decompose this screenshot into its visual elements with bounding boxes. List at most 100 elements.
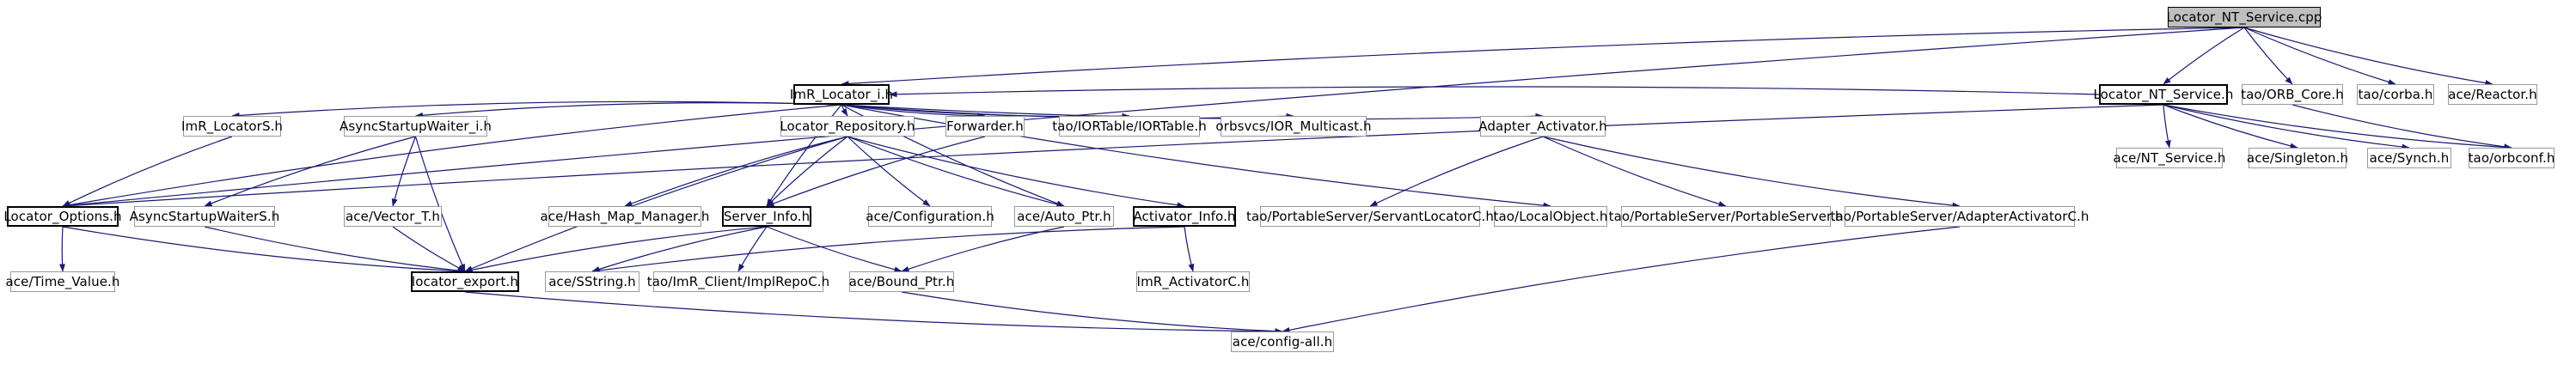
graph-node-server-info-h[interactable]: Server_Info.h — [722, 206, 811, 227]
graph-edge — [62, 27, 2245, 209]
graph-node-label: tao/PortableServer/PortableServer.h — [1608, 208, 1844, 224]
graph-node-locator-options-h[interactable]: Locator_Options.h — [3, 206, 122, 227]
graph-node-ace-reactor-h[interactable]: ace/Reactor.h — [2448, 84, 2537, 105]
graph-node-forwarder-h[interactable]: Forwarder.h — [945, 116, 1025, 137]
graph-node-label: tao/PortableServer/ServantLocatorC.h — [1245, 208, 1495, 224]
graph-node-label: tao/ImR_Client/ImplRepoC.h — [646, 273, 830, 289]
graph-node-label: ace/Vector_T.h — [345, 208, 441, 224]
graph-node-ace-config-all-h[interactable]: ace/config-all.h — [1231, 332, 1334, 352]
graph-node-ace-bound-ptr-h[interactable]: ace/Bound_Ptr.h — [849, 271, 954, 292]
graph-node-imr-locators-h[interactable]: ImR_LocatorS.h — [181, 116, 284, 137]
graph-node-label: ace/Auto_Ptr.h — [1017, 208, 1111, 224]
graph-node-label: Adapter_Activator.h — [1478, 118, 1607, 134]
graph-edge — [2243, 27, 2293, 85]
graph-node-imr-activatorc-h[interactable]: ImR_ActivatorC.h — [1136, 271, 1250, 292]
graph-node-label: tao/ORB_Core.h — [2241, 86, 2344, 102]
graph-node-locator-repository-h[interactable]: Locator_Repository.h — [780, 116, 915, 137]
graph-edge — [737, 226, 768, 272]
graph-edge — [1369, 136, 1544, 207]
graph-edge — [901, 226, 1065, 272]
graph-edge — [847, 136, 931, 207]
graph-node-label: tao/orbconf.h — [2468, 149, 2555, 166]
graph-node-ace-nt-service-h[interactable]: ace/NT_Service.h — [2114, 148, 2225, 168]
graph-edge — [841, 104, 848, 117]
graph-edge — [2163, 27, 2245, 85]
graph-node-label: ace/Reactor.h — [2448, 86, 2537, 102]
graph-node-orbsvcs-ior-multicast-h[interactable]: orbsvcs/IOR_Multicast.h — [1215, 116, 1372, 137]
graph-node-tao-portableserver-adapteractivatorc-h[interactable]: tao/PortableServer/AdapterActivatorC.h — [1830, 206, 2089, 227]
graph-node-locator-nt-service-h[interactable]: Locator_NT_Service.h — [2093, 84, 2233, 105]
graph-node-tao-corba-h[interactable]: tao/corba.h — [2357, 84, 2434, 105]
graph-node-tao-orb-core-h[interactable]: tao/ORB_Core.h — [2241, 84, 2344, 105]
graph-node-asyncstartupwaiters-h[interactable]: AsyncStartupWaiterS.h — [130, 206, 279, 227]
graph-node-ace-hash-map-manager-h[interactable]: ace/Hash_Map_Manager.h — [540, 206, 709, 227]
graph-node-ace-configuration-h[interactable]: ace/Configuration.h — [866, 206, 994, 227]
graph-edge — [2163, 104, 2298, 149]
graph-edge — [62, 226, 466, 275]
graph-edge — [2163, 104, 2410, 150]
graph-node-label: tao/LocalObject.h — [1493, 208, 1608, 224]
graph-edge — [766, 136, 848, 207]
graph-edge — [392, 226, 466, 272]
graph-node-ace-sstring-h[interactable]: ace/SString.h — [545, 271, 639, 292]
graph-node-label: ace/config-all.h — [1232, 333, 1333, 350]
graph-edge — [62, 104, 2164, 209]
graph-edge — [204, 136, 416, 207]
graph-node-label: Locator_NT_Service.cpp — [2166, 9, 2322, 25]
graph-node-activator-info-h[interactable]: Activator_Info.h — [1133, 206, 1236, 227]
graph-node-locator-nt-service-cpp[interactable]: Locator_NT_Service.cpp — [2166, 7, 2322, 27]
graph-node-label: Server_Info.h — [723, 208, 811, 224]
graph-node-ace-auto-ptr-h[interactable]: ace/Auto_Ptr.h — [1014, 206, 1114, 227]
graph-edge — [1542, 136, 1961, 209]
graph-edge — [204, 226, 466, 274]
graph-node-ace-time-value-h[interactable]: ace/Time_Value.h — [6, 271, 119, 292]
graph-node-label: ImR_ActivatorC.h — [1136, 273, 1250, 289]
graph-node-label: AsyncStartupWaiterS.h — [129, 208, 280, 224]
graph-node-label: ace/Configuration.h — [866, 208, 994, 224]
graph-node-ace-vector-t-h[interactable]: ace/Vector_T.h — [344, 206, 442, 227]
graph-edge — [766, 226, 903, 273]
graph-edge — [58, 226, 65, 272]
graph-node-tao-iortable-iortable-h[interactable]: tao/IORTable/IORTable.h — [1052, 116, 1207, 137]
graph-node-tao-localobject-h[interactable]: tao/LocalObject.h — [1494, 206, 1607, 227]
graph-node-asyncstartupwaiter-i-h[interactable]: AsyncStartupWaiter_i.h — [340, 116, 492, 137]
graph-node-label: ace/Hash_Map_Manager.h — [540, 208, 710, 224]
graph-node-label: tao/corba.h — [2358, 86, 2433, 102]
graph-edge — [62, 104, 842, 209]
graph-node-ace-singleton-h[interactable]: ace/Singleton.h — [2246, 148, 2349, 168]
graph-edge — [2243, 27, 2493, 87]
graph-node-label: tao/IORTable/IORTable.h — [1052, 118, 1207, 134]
graph-node-ace-synch-h[interactable]: ace/Synch.h — [2367, 148, 2451, 168]
graph-edge — [901, 291, 1283, 335]
graph-node-label: ace/Time_Value.h — [5, 273, 120, 289]
graph-edge — [591, 226, 1185, 274]
graph-edge — [766, 136, 986, 207]
graph-node-label: ImR_LocatorS.h — [181, 118, 284, 134]
graph-edge — [847, 136, 1185, 209]
graph-edge — [415, 102, 842, 119]
graph-node-label: ace/Synch.h — [2369, 149, 2450, 166]
graph-node-tao-orbconf-h[interactable]: tao/orbconf.h — [2469, 148, 2555, 168]
graph-edge — [62, 136, 233, 207]
graph-edge — [464, 291, 1283, 335]
graph-node-tao-imr-client-implrepoc-h[interactable]: tao/ImR_Client/ImplRepoC.h — [647, 271, 829, 292]
graph-edge — [2243, 27, 2396, 85]
graph-edge — [841, 104, 986, 119]
graph-node-adapter-activator-h[interactable]: Adapter_Activator.h — [1478, 116, 1607, 137]
graph-node-label: AsyncStartupWaiter_i.h — [339, 118, 493, 134]
graph-node-label: Activator_Info.h — [1133, 208, 1236, 224]
graph-node-label: Forwarder.h — [946, 118, 1024, 134]
graph-edge — [2163, 104, 2171, 149]
graph-node-tao-portableserver-servantlocatorc-h[interactable]: tao/PortableServer/ServantLocatorC.h — [1246, 206, 1494, 227]
graph-node-imr-locator-i-h[interactable]: ImR_Locator_i.h — [789, 84, 894, 105]
graph-edge — [847, 136, 1065, 208]
graph-edge — [1542, 136, 1727, 207]
graph-node-label: ace/Singleton.h — [2246, 149, 2349, 166]
graph-node-tao-portableserver-portableserver-h[interactable]: tao/PortableServer/PortableServer.h — [1609, 206, 1843, 227]
graph-node-label: ImR_Locator_i.h — [789, 86, 894, 102]
graph-edge — [889, 86, 2100, 98]
graph-node-locator-export-h[interactable]: locator_export.h — [411, 271, 519, 292]
graph-edge — [414, 136, 466, 272]
graph-node-label: locator_export.h — [412, 273, 518, 289]
